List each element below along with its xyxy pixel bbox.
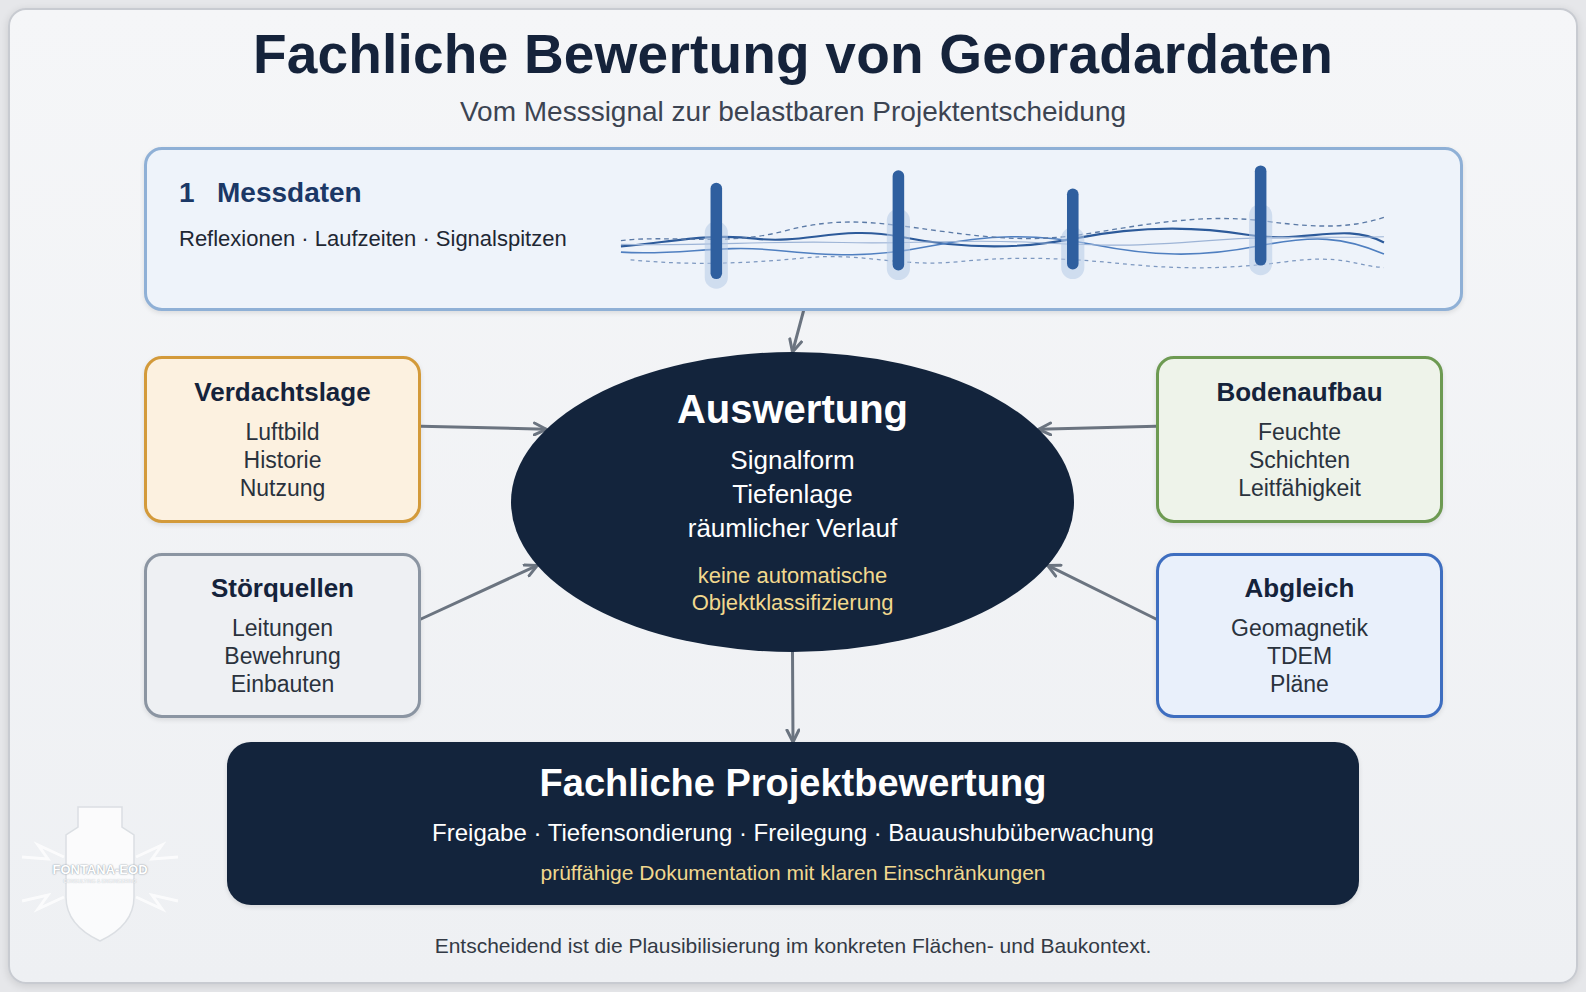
- result-band: Fachliche ProjektbewertungFreigabe · Tie…: [227, 742, 1359, 905]
- box-body: Leitungen Bewehrung Einbauten: [183, 614, 383, 698]
- diagram-caption: Entscheidend ist die Plausibilisierung i…: [0, 934, 1586, 958]
- box-heading: Bodenaufbau: [1216, 377, 1382, 408]
- process-box: VerdachtslageLuftbild Historie Nutzung: [144, 356, 421, 523]
- process-box: StörquellenLeitungen Bewehrung Einbauten: [144, 553, 421, 718]
- connector-arrow: [421, 565, 537, 619]
- box-heading: Verdachtslage: [194, 377, 370, 408]
- ellipse-fill: [511, 352, 1074, 652]
- box-body: Geomagnetik TDEM Pläne: [1200, 614, 1400, 698]
- box-heading: Störquellen: [211, 573, 354, 604]
- box-body: Feuchte Schichten Leitfähigkeit: [1200, 418, 1400, 502]
- connector-arrow: [793, 311, 804, 352]
- band-note: prüffähige Dokumentation mit klaren Eins…: [540, 861, 1045, 885]
- ellipse-heading: Auswertung: [677, 387, 908, 432]
- ellipse-body: Signalform Tiefenlage räumlicher Verlauf: [678, 444, 908, 545]
- process-box: AbgleichGeomagnetik TDEM Pläne: [1156, 553, 1443, 718]
- diagram-title: Fachliche Bewertung von Georadardaten: [0, 22, 1586, 86]
- signal-peak: [711, 183, 723, 279]
- connector-arrow: [421, 426, 546, 429]
- band-body: Freigabe · Tiefensondierung · Freilegung…: [432, 819, 1154, 847]
- signal-peak: [1067, 189, 1079, 270]
- band-heading: Fachliche Projektbewertung: [540, 762, 1047, 805]
- box-body: Reflexionen · Laufzeiten · Signalspitzen: [179, 226, 649, 252]
- box-heading: Abgleich: [1245, 573, 1355, 604]
- analysis-ellipse: AuswertungSignalform Tiefenlage räumlich…: [511, 352, 1074, 652]
- process-box: 1 MessdatenReflexionen · Laufzeiten · Sig…: [144, 147, 1463, 311]
- watermark-text: FONTANA-EOD: [30, 862, 170, 877]
- subtitle-text: Vom Messsignal zur belastbaren Projekten…: [0, 96, 1586, 128]
- connector-arrow: [1048, 565, 1156, 619]
- signal-peak: [893, 170, 905, 270]
- box-heading: Messdaten: [217, 177, 362, 209]
- watermark-bolt: [22, 845, 178, 909]
- box-body: Luftbild Historie Nutzung: [183, 418, 383, 502]
- connector-arrow: [1039, 426, 1156, 429]
- callout-number: 1: [179, 177, 195, 209]
- signal-peak: [1255, 165, 1267, 265]
- process-box: BodenaufbauFeuchte Schichten Leitfähigke…: [1156, 356, 1443, 523]
- watermark-subtext: CONSULTING & ENGINEERING: [30, 878, 170, 884]
- ellipse-note: keine automatische Objektklassifizierung: [673, 563, 913, 617]
- connector-arrow: [791, 652, 795, 742]
